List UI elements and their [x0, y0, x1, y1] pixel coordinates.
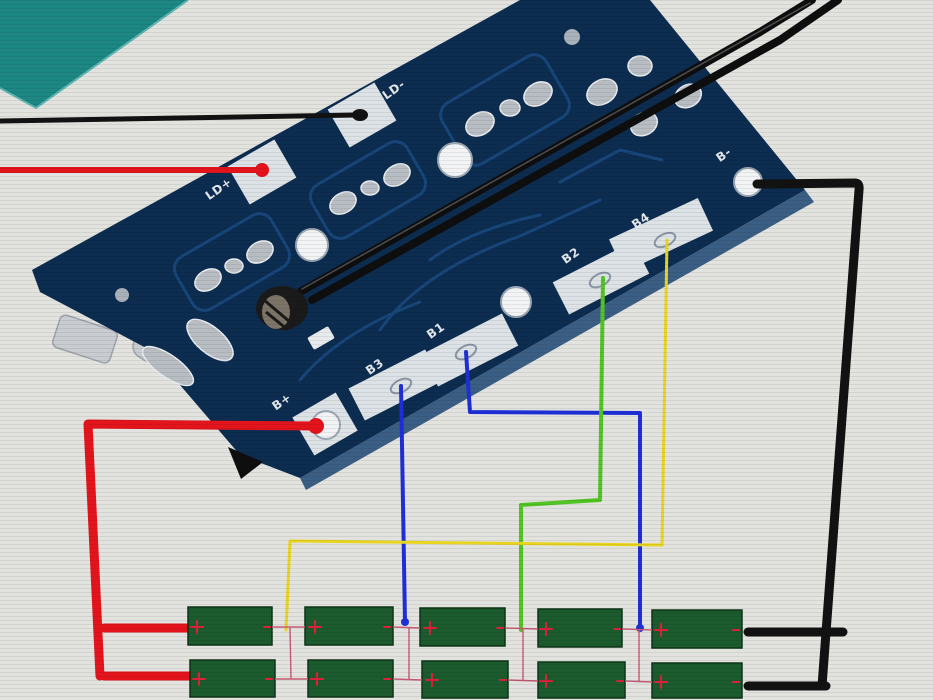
solder-pad	[224, 258, 244, 274]
board-hole	[437, 142, 473, 178]
via-hole	[564, 29, 580, 45]
wire-b1-end	[636, 624, 644, 632]
wire-ld-minus-end	[352, 109, 368, 121]
via-hole	[115, 288, 129, 302]
wire-b-plus-end	[308, 418, 324, 434]
solder-pad	[627, 55, 653, 77]
wire-ld-plus-end	[255, 163, 269, 177]
solder-pad	[360, 180, 380, 196]
wire-b3-end	[401, 618, 409, 626]
cell-row-top	[187, 606, 743, 649]
solder-pad	[499, 99, 521, 117]
board-hole	[295, 228, 329, 262]
board-hole	[500, 286, 532, 318]
battery-cell	[651, 662, 743, 699]
